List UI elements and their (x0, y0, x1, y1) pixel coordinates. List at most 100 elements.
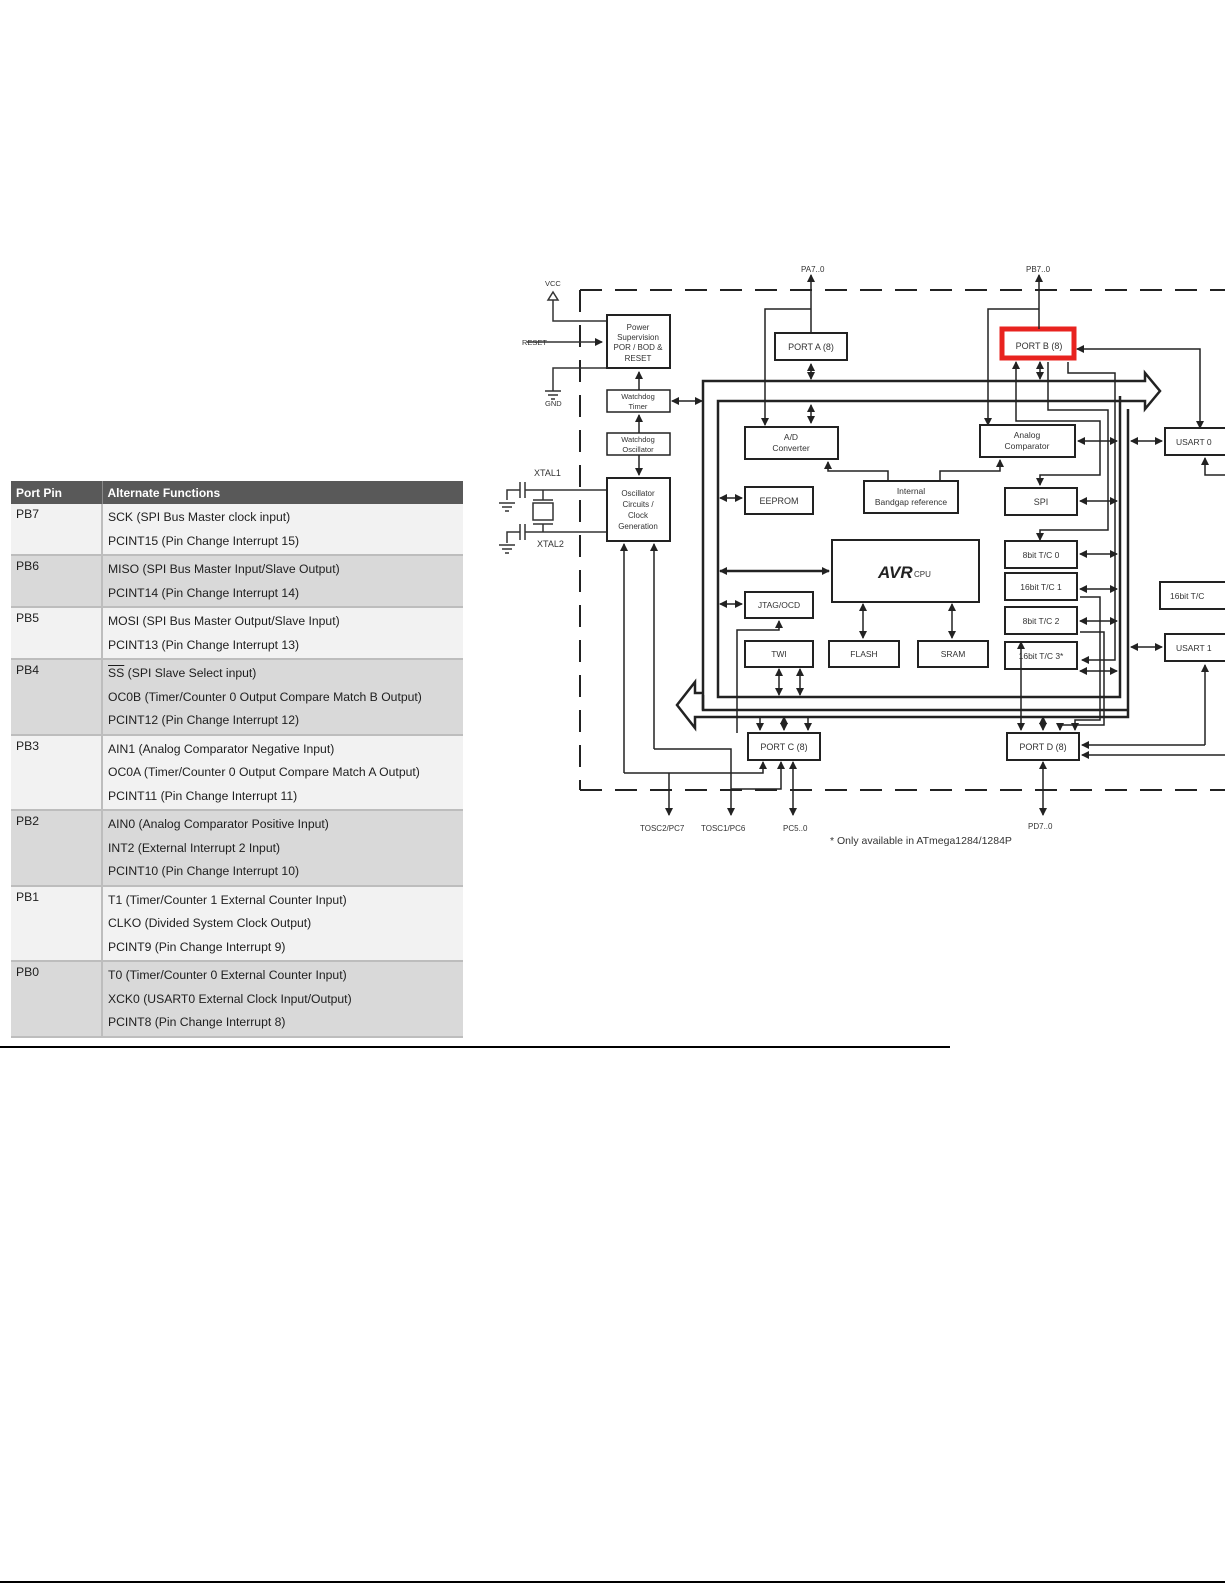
pd-signal-label: PD7..0 (1028, 822, 1053, 831)
function-list: AIN1 (Analog Comparator Negative Input) … (102, 734, 463, 811)
function-item: PCINT8 (Pin Change Interrupt 8) (108, 1015, 286, 1029)
svg-text:PORT D (8): PORT D (8) (1019, 742, 1066, 752)
port-connections (761, 274, 1225, 816)
table-row: PB2 AIN0 (Analog Comparator Positive Inp… (11, 810, 463, 887)
svg-text:Internal: Internal (897, 486, 925, 496)
svg-text:Oscillator: Oscillator (621, 489, 655, 498)
svg-text:TWI: TWI (771, 649, 787, 659)
port-pin: PB4 (11, 659, 103, 736)
tc3-block: 16bit T/C 3* (1004, 641, 1078, 670)
function-item: CLKO (Divided System Clock Output) (108, 916, 312, 930)
svg-text:A/D: A/D (784, 432, 798, 442)
port-pin: PB6 (11, 555, 103, 608)
function-item: PCINT13 (Pin Change Interrupt 13) (108, 637, 300, 652)
function-item: T0 (Timer/Counter 0 External Counter Inp… (108, 968, 347, 982)
tosc1-label: TOSC1/PC6 (701, 824, 746, 833)
port-pin: PB5 (11, 607, 103, 660)
table-row: PB7 SCK (SPI Bus Master clock input) PCI… (11, 504, 463, 556)
svg-text:8bit T/C 0: 8bit T/C 0 (1023, 550, 1060, 560)
function-item: INT2 (External Interrupt 2 Input) (108, 840, 281, 855)
svg-text:Supervision: Supervision (617, 333, 659, 342)
svg-text:Converter: Converter (772, 443, 809, 453)
pc-signal-label: PC5..0 (783, 824, 808, 833)
table-row: PB4 SS (SPI Slave Select input) OC0B (Ti… (11, 659, 463, 736)
function-item: AIN1 (Analog Comparator Negative Input) (108, 741, 335, 756)
tc2-block: 8bit T/C 2 (1004, 606, 1078, 635)
oscillator-block: Oscillator Circuits / Clock Generation (606, 477, 671, 542)
function-item: XCK0 (USART0 External Clock Input/Output… (108, 991, 352, 1006)
svg-text:16bit T/C: 16bit T/C (1170, 591, 1204, 601)
function-list: MOSI (SPI Bus Master Output/Slave Input)… (102, 607, 463, 660)
port-pin: PB0 (11, 961, 103, 1038)
tc0-block: 8bit T/C 0 (1004, 540, 1078, 569)
table-row: PB3 AIN1 (Analog Comparator Negative Inp… (11, 734, 463, 811)
tosc2-label: TOSC2/PC7 (640, 824, 685, 833)
function-list: MISO (SPI Bus Master Input/Slave Output)… (102, 555, 463, 608)
function-list: SS (SPI Slave Select input) OC0B (Timer/… (102, 659, 463, 736)
table-row: PB5 MOSI (SPI Bus Master Output/Slave In… (11, 607, 463, 660)
port-pin: PB1 (11, 885, 103, 962)
function-item: AIN0 (Analog Comparator Positive Input) (108, 817, 329, 831)
svg-text:16bit T/C 3*: 16bit T/C 3* (1019, 651, 1064, 661)
svg-text:FLASH: FLASH (850, 649, 877, 659)
header-alternate-functions: Alternate Functions (102, 481, 463, 504)
ss-description: (SPI Slave Select input) (124, 666, 257, 680)
svg-text:Timer: Timer (629, 402, 648, 411)
header-port-pin: Port Pin (11, 481, 103, 504)
tc-right-block: 16bit T/C (1159, 581, 1225, 610)
svg-text:PORT B (8): PORT B (8) (1016, 341, 1063, 351)
sram-block: SRAM (917, 640, 989, 668)
function-list: SCK (SPI Bus Master clock input) PCINT15… (102, 504, 463, 556)
svg-text:EEPROM: EEPROM (759, 496, 798, 506)
jtag-block: JTAG/OCD (744, 591, 814, 619)
internal-connections (719, 437, 1163, 733)
function-list: T1 (Timer/Counter 1 External Counter Inp… (102, 885, 463, 962)
xtal1-label: XTAL1 (534, 468, 561, 478)
crystal-circuit (499, 482, 607, 554)
avr-logo: AVR (877, 563, 913, 582)
port-c-block: PORT C (8) (747, 732, 821, 761)
svg-text:SPI: SPI (1034, 497, 1049, 507)
table-row: PB0 T0 (Timer/Counter 0 External Counter… (11, 961, 463, 1038)
flash-block: FLASH (828, 640, 900, 668)
port-d-block: PORT D (8) (1006, 732, 1080, 761)
function-item: PCINT14 (Pin Change Interrupt 14) (108, 585, 300, 600)
port-b-alternate-functions-table: Port Pin Alternate Functions PB7 SCK (SP… (11, 481, 463, 1038)
avr-cpu-block: AVR CPU (831, 539, 980, 603)
bandgap-reference-block: Internal Bandgap reference (863, 480, 959, 514)
usart0-block: USART 0 (1164, 427, 1225, 456)
svg-text:USART 1: USART 1 (1176, 643, 1212, 653)
function-item: SS (SPI Slave Select input) (108, 663, 458, 687)
gnd-label: GND (545, 399, 562, 408)
twi-block: TWI (744, 640, 814, 668)
function-item: SCK (SPI Bus Master clock input) (108, 510, 291, 524)
svg-text:PORT A (8): PORT A (8) (788, 342, 834, 352)
adc-block: A/D Converter (744, 426, 839, 460)
svg-text:Circuits /: Circuits / (622, 500, 654, 509)
page-divider-top (0, 1046, 950, 1048)
function-item: PCINT15 (Pin Change Interrupt 15) (108, 533, 300, 548)
chip-boundary (579, 289, 1225, 791)
svg-text:USART 0: USART 0 (1176, 437, 1212, 447)
svg-text:JTAG/OCD: JTAG/OCD (758, 600, 800, 610)
function-item: PCINT10 (Pin Change Interrupt 10) (108, 864, 300, 878)
function-item: PCINT11 (Pin Change Interrupt 11) (108, 788, 298, 803)
svg-text:Watchdog: Watchdog (621, 392, 655, 401)
svg-text:Analog: Analog (1014, 430, 1041, 440)
svg-text:Watchdog: Watchdog (621, 435, 655, 444)
function-item: T1 (Timer/Counter 1 External Counter Inp… (108, 892, 347, 907)
pb-signal-label: PB7..0 (1026, 265, 1051, 274)
svg-text:PORT C (8): PORT C (8) (760, 742, 807, 752)
function-list: AIN0 (Analog Comparator Positive Input) … (102, 810, 463, 887)
spi-block: SPI (1004, 487, 1078, 516)
function-list: T0 (Timer/Counter 0 External Counter Inp… (102, 961, 463, 1038)
svg-text:Clock: Clock (628, 511, 649, 520)
watchdog-oscillator-block: Watchdog Oscillator (606, 432, 671, 456)
tc1-block: 16bit T/C 1 (1004, 572, 1078, 601)
svg-text:8bit T/C 2: 8bit T/C 2 (1023, 616, 1060, 626)
watchdog-timer-block: Watchdog Timer (606, 389, 671, 413)
svg-text:Comparator: Comparator (1005, 441, 1050, 451)
svg-text:Oscillator: Oscillator (622, 445, 654, 454)
function-item: OC0A (Timer/Counter 0 Output Compare Mat… (108, 765, 420, 779)
